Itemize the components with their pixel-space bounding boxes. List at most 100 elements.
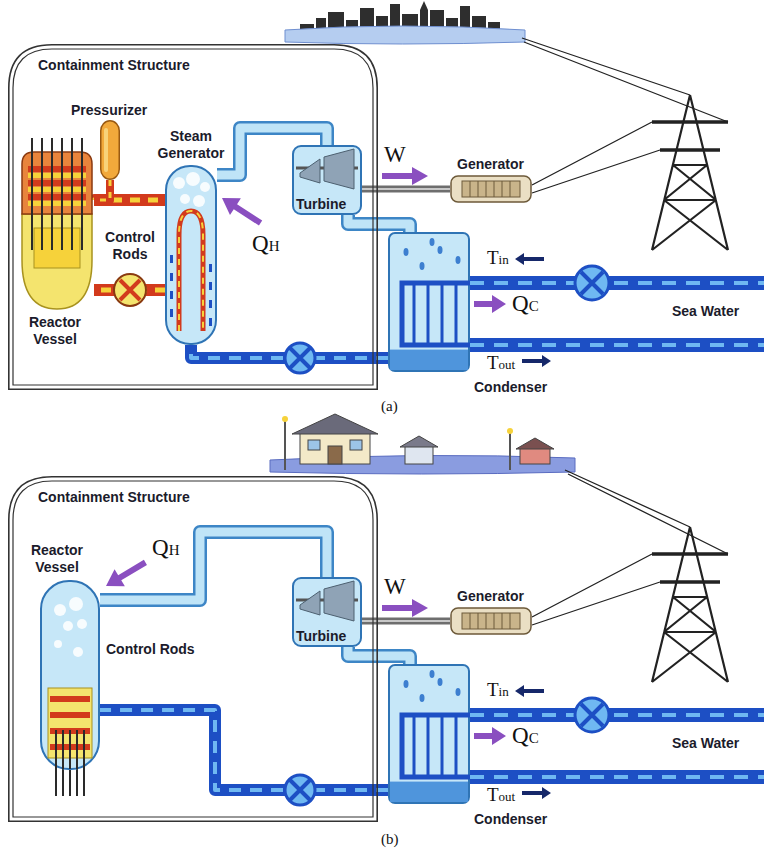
- generator-winding: [462, 181, 520, 197]
- generator-winding: [486, 181, 487, 197]
- fuel-band: [28, 166, 86, 172]
- turbine-blades: [324, 149, 354, 189]
- stream-label: Sea Water: [672, 735, 739, 752]
- feedwater-pump: [290, 780, 310, 800]
- label-holder: Tout: [487, 353, 515, 373]
- heat-arrow: [217, 190, 266, 232]
- cooling-tube: [427, 283, 430, 345]
- label-holder: Tout: [487, 785, 515, 805]
- containment-wall: [13, 49, 373, 385]
- heat-symbol: QH: [252, 232, 279, 255]
- houses: [520, 448, 550, 464]
- water-mark: [209, 264, 212, 272]
- pipe-connector: [100, 710, 388, 790]
- steam-generator-vessel: [166, 166, 216, 344]
- label-holder: (a): [381, 397, 398, 415]
- generator-body: [451, 176, 531, 202]
- pipe-connector: [362, 189, 450, 190]
- control-rod: [31, 150, 33, 250]
- houses: [516, 438, 554, 449]
- condenser-shell: [389, 233, 469, 371]
- steam-bubble: [193, 195, 205, 207]
- coolant-pump: [114, 274, 146, 306]
- condensate-water: [390, 782, 468, 802]
- water-mark: [170, 309, 173, 317]
- steam-bubble: [77, 619, 87, 629]
- coolant-pump: [114, 274, 146, 306]
- label-holder: Pressurizer: [71, 101, 149, 119]
- component-label: Control Rods: [98, 229, 162, 263]
- control-rod: [41, 150, 43, 250]
- water-mark: [209, 300, 212, 308]
- turbine-blades: [324, 581, 354, 621]
- steam-bubble: [54, 604, 66, 616]
- work-symbol: W: [384, 142, 406, 167]
- houses: [282, 416, 288, 422]
- turbine-blades: [300, 159, 320, 183]
- pipe: [348, 647, 410, 664]
- cooling-tube: [455, 283, 458, 345]
- pipe: [94, 180, 110, 200]
- turbine: Turbine: [292, 145, 362, 215]
- water-drop: [420, 694, 425, 702]
- heat-exchanger-tube: [179, 211, 203, 331]
- component-label: Control Rods: [106, 641, 195, 658]
- pipe: [348, 215, 410, 232]
- steam-bubble: [173, 177, 185, 189]
- drive-shaft: [362, 620, 450, 622]
- water-drop: [404, 248, 409, 256]
- cooling-tube: [413, 283, 416, 345]
- reactor-vessel-shell: [41, 581, 99, 769]
- city-skyline: [285, 26, 525, 44]
- turbine: Turbine: [292, 577, 362, 647]
- houses: [405, 446, 433, 464]
- steam-bubble: [63, 621, 73, 631]
- turbine-blades: [300, 591, 320, 615]
- component-label: Turbine: [296, 628, 346, 645]
- water-mark: [170, 273, 173, 281]
- houses: [507, 428, 513, 434]
- houses: [300, 432, 370, 464]
- component-label: Reactor Vessel: [20, 314, 90, 348]
- heat-arrow: [101, 554, 151, 595]
- generator-body: [451, 608, 531, 634]
- component-label: Condenser: [474, 379, 547, 396]
- pipe: [94, 180, 110, 200]
- component-label: Containment Structure: [38, 489, 190, 506]
- generator-winding: [494, 181, 495, 197]
- pipe: [348, 647, 410, 664]
- condenser: Condenser: [388, 232, 470, 372]
- pressurizer-tank-outline: [100, 120, 120, 180]
- label-holder: Reactor Vessel: [20, 314, 90, 348]
- feedwater-pump: [285, 343, 315, 373]
- control-rod: [76, 730, 78, 769]
- stream-label: Sea Water: [672, 303, 739, 320]
- fuel-band: [28, 187, 86, 192]
- generator-outline: [450, 607, 532, 635]
- cooling-tube: [455, 715, 458, 777]
- condensate-water: [390, 350, 468, 370]
- feedwater-pump: [285, 343, 315, 373]
- cooling-tube: [441, 283, 444, 345]
- control-rod: [56, 768, 84, 796]
- generator: Generator: [450, 607, 532, 635]
- fuel-band: [28, 194, 86, 200]
- temperature-symbol: Tin: [487, 680, 509, 699]
- steam-bubble: [73, 647, 83, 657]
- condenser: Condenser: [388, 664, 470, 804]
- heat-symbol: QH: [152, 536, 179, 559]
- control-rod: [69, 730, 71, 769]
- steam-bubble: [69, 597, 83, 611]
- label-holder: QC: [512, 724, 539, 747]
- condenser-shell: [389, 665, 469, 803]
- generator-outline: [450, 175, 532, 203]
- control-rod: [51, 150, 53, 250]
- pipe-connector: [94, 180, 110, 200]
- water-drop: [456, 256, 461, 264]
- label-holder: Tin: [487, 248, 509, 268]
- reactor-core: [34, 228, 80, 268]
- houses: [308, 440, 320, 450]
- water-drop: [438, 246, 443, 254]
